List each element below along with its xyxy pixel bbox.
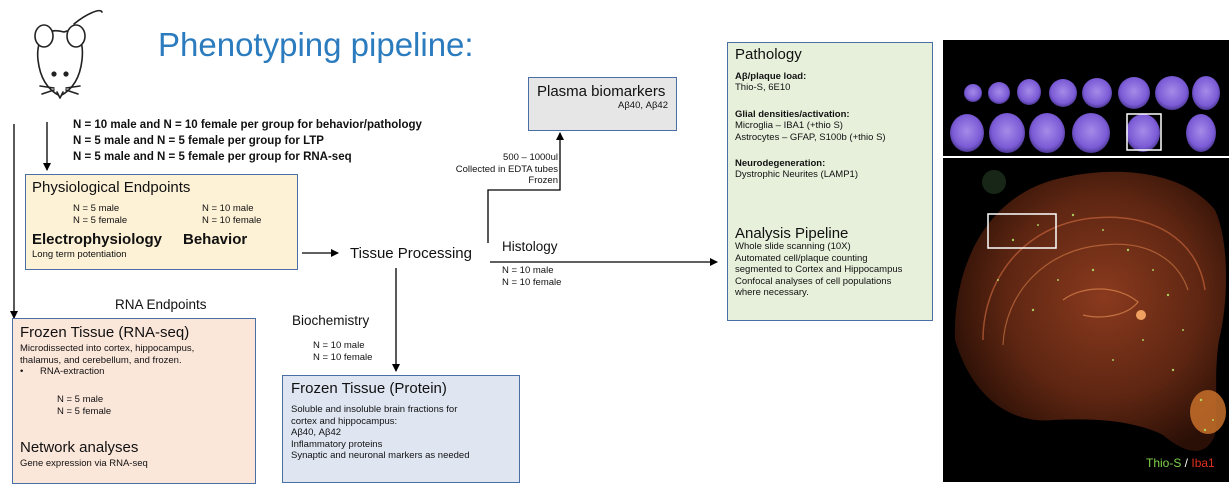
abeta-title: Aβ/plaque load:	[735, 71, 807, 82]
rna-n: N = 5 male N = 5 female	[57, 394, 112, 417]
analysis-heading: Analysis Pipeline	[735, 225, 849, 242]
ephys-label: Electrophysiology	[32, 231, 163, 248]
behavior-label: Behavior	[183, 231, 248, 248]
cohort-line: N = 10 male and N = 10 female per group …	[73, 119, 422, 131]
physiological-heading: Physiological Endpoints	[32, 179, 191, 196]
legend-separator: /	[1181, 456, 1192, 470]
analysis-lines: Whole slide scanning (10X) Automated cel…	[735, 241, 903, 298]
section-thumbnails	[950, 76, 1220, 153]
brain-micrograph-panel	[943, 40, 1229, 482]
rna-endpoints-label: RNA Endpoints	[115, 297, 207, 312]
brain-section	[954, 170, 1227, 451]
ephys-n: N = 5 male N = 5 female	[73, 203, 128, 226]
legend-thio: Thio-S	[1146, 456, 1182, 470]
arrow-to-plasma	[487, 132, 564, 243]
rna-heading: Frozen Tissue (RNA-seq)	[20, 324, 190, 341]
page-title: Phenotyping pipeline:	[158, 26, 474, 63]
biochemistry-n: N = 10 male N = 10 female	[313, 340, 373, 363]
cohort-list: N = 10 male and N = 10 female per group …	[73, 117, 422, 165]
plasma-collection: 500 – 1000ul Collected in EDTA tubes Fro…	[455, 152, 558, 186]
network-sub: Gene expression via RNA-seq	[20, 458, 148, 469]
cohort-line: N = 5 male and N = 5 female per group fo…	[73, 135, 324, 147]
abeta-sub: Thio-S, 6E10	[735, 82, 791, 93]
plasma-biomarkers-box: Plasma biomarkers Aβ40, Aβ42	[528, 77, 677, 131]
histology-label: Histology	[502, 239, 558, 254]
frozen-tissue-rna-box: Frozen Tissue (RNA-seq) Microdissected i…	[12, 318, 256, 484]
protein-details: Soluble and insoluble brain fractions fo…	[291, 404, 470, 461]
glial-lines: Microglia – IBA1 (+thio S) Astrocytes – …	[735, 120, 886, 143]
protein-heading: Frozen Tissue (Protein)	[291, 380, 447, 397]
histology-n: N = 10 male N = 10 female	[502, 265, 562, 288]
plasma-sub: Aβ40, Aβ42	[617, 100, 668, 111]
frozen-tissue-protein-box: Frozen Tissue (Protein) Soluble and inso…	[282, 375, 520, 483]
neuro-title: Neurodegeneration:	[735, 158, 826, 169]
cohort-line: N = 5 male and N = 5 female per group fo…	[73, 151, 352, 163]
behavior-n: N = 10 male N = 10 female	[202, 203, 262, 226]
pathology-box: Pathology Aβ/plaque load: Thio-S, 6E10 G…	[727, 42, 933, 321]
neuro-sub: Dystrophic Neurites (LAMP1)	[735, 169, 859, 180]
rna-details: Microdissected into cortex, hippocampus,…	[20, 343, 195, 377]
physiological-endpoints-box: Physiological Endpoints N = 5 male N = 5…	[25, 174, 298, 270]
mouse-icon	[34, 9, 103, 99]
legend-iba: Iba1	[1191, 456, 1215, 470]
pathology-heading: Pathology	[735, 46, 802, 63]
plasma-heading: Plasma biomarkers	[537, 83, 666, 100]
biochemistry-label: Biochemistry	[292, 313, 370, 328]
ephys-sub: Long term potentiation	[32, 249, 127, 260]
micrograph-legend: Thio-S / Iba1	[1146, 456, 1215, 470]
tissue-processing-label: Tissue Processing	[350, 245, 472, 262]
glial-title: Glial densities/activation:	[735, 109, 850, 120]
network-heading: Network analyses	[20, 439, 139, 456]
